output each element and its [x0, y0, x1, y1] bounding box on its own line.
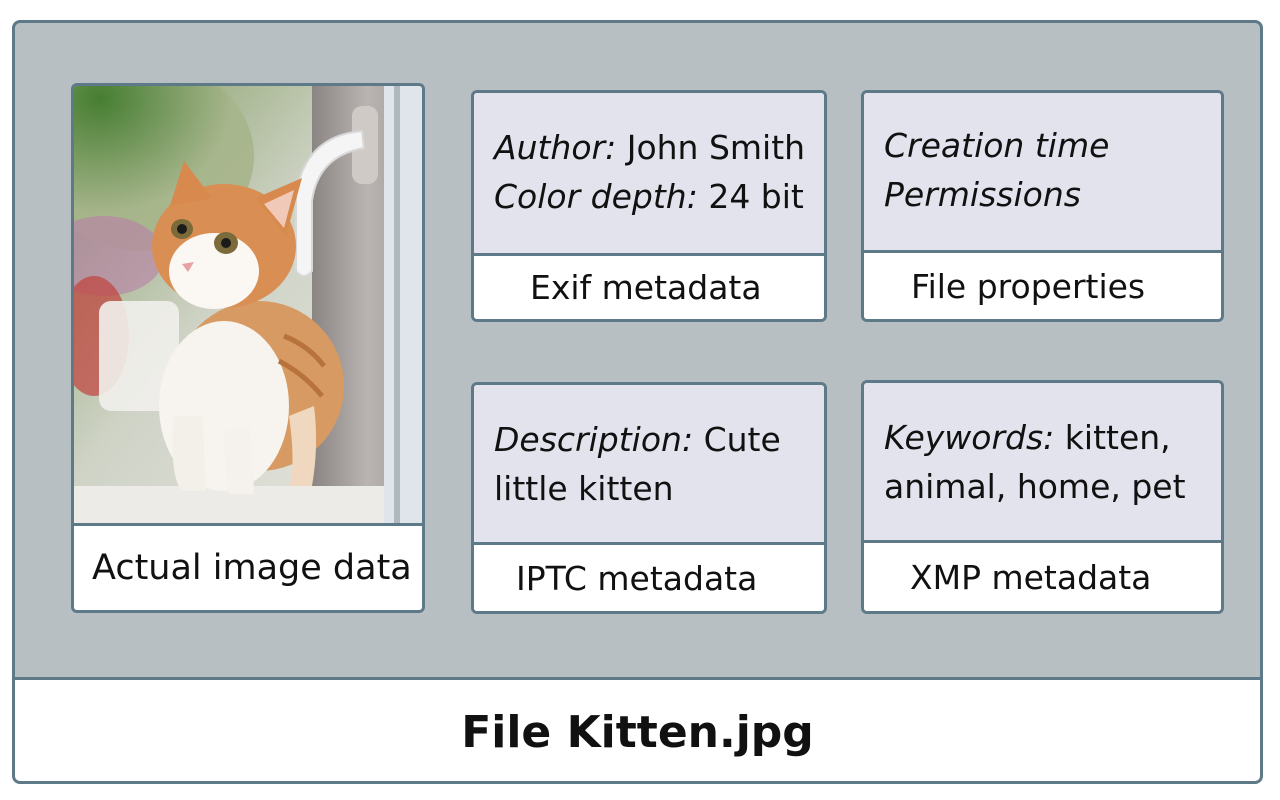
image-data-card: Actual image data [71, 83, 425, 613]
xmp-card: Keywords: kitten, animal, home, pet XMP … [861, 380, 1224, 614]
xmp-label: XMP metadata [864, 543, 1221, 611]
creation-time-item: Creation time [884, 126, 1110, 165]
file-properties-content: Creation time Permissions [864, 93, 1221, 253]
field-name: Description: [494, 420, 694, 459]
exif-card: Author: John Smith Color depth: 24 bit E… [471, 90, 827, 322]
iptc-description-row: Description: Cute [494, 415, 806, 464]
kitten-illustration [74, 86, 422, 523]
file-properties-card: Creation time Permissions File propertie… [861, 90, 1224, 322]
field-name: Color depth: [494, 177, 698, 216]
xmp-keywords-row: Keywords: kitten, [884, 413, 1203, 462]
file-properties-label: File properties [864, 253, 1221, 319]
exif-label: Exif metadata [474, 256, 824, 319]
iptc-label: IPTC metadata [474, 545, 824, 611]
xmp-content: Keywords: kitten, animal, home, pet [864, 383, 1221, 543]
field-name: Keywords: [884, 418, 1055, 457]
field-value: John Smith [616, 128, 806, 167]
image-data-label: Actual image data [74, 526, 422, 610]
iptc-description-row-2: little kitten [494, 469, 674, 508]
file-title: File Kitten.jpg [15, 677, 1260, 781]
field-value: Cute [693, 420, 781, 459]
file-container: Actual image data Author: John Smith Col… [12, 20, 1263, 784]
exif-content: Author: John Smith Color depth: 24 bit [474, 93, 824, 256]
iptc-card: Description: Cute little kitten IPTC met… [471, 382, 827, 614]
field-name: Author: [494, 128, 617, 167]
field-value: 24 bit [697, 177, 804, 216]
field-value: kitten, [1054, 418, 1171, 457]
xmp-keywords-row-2: animal, home, pet [884, 467, 1186, 506]
kitten-photo [74, 86, 422, 526]
exif-author-row: Author: John Smith [494, 123, 806, 172]
permissions-item: Permissions [884, 175, 1081, 214]
exif-color-depth-row: Color depth: 24 bit [494, 172, 806, 221]
iptc-content: Description: Cute little kitten [474, 385, 824, 545]
